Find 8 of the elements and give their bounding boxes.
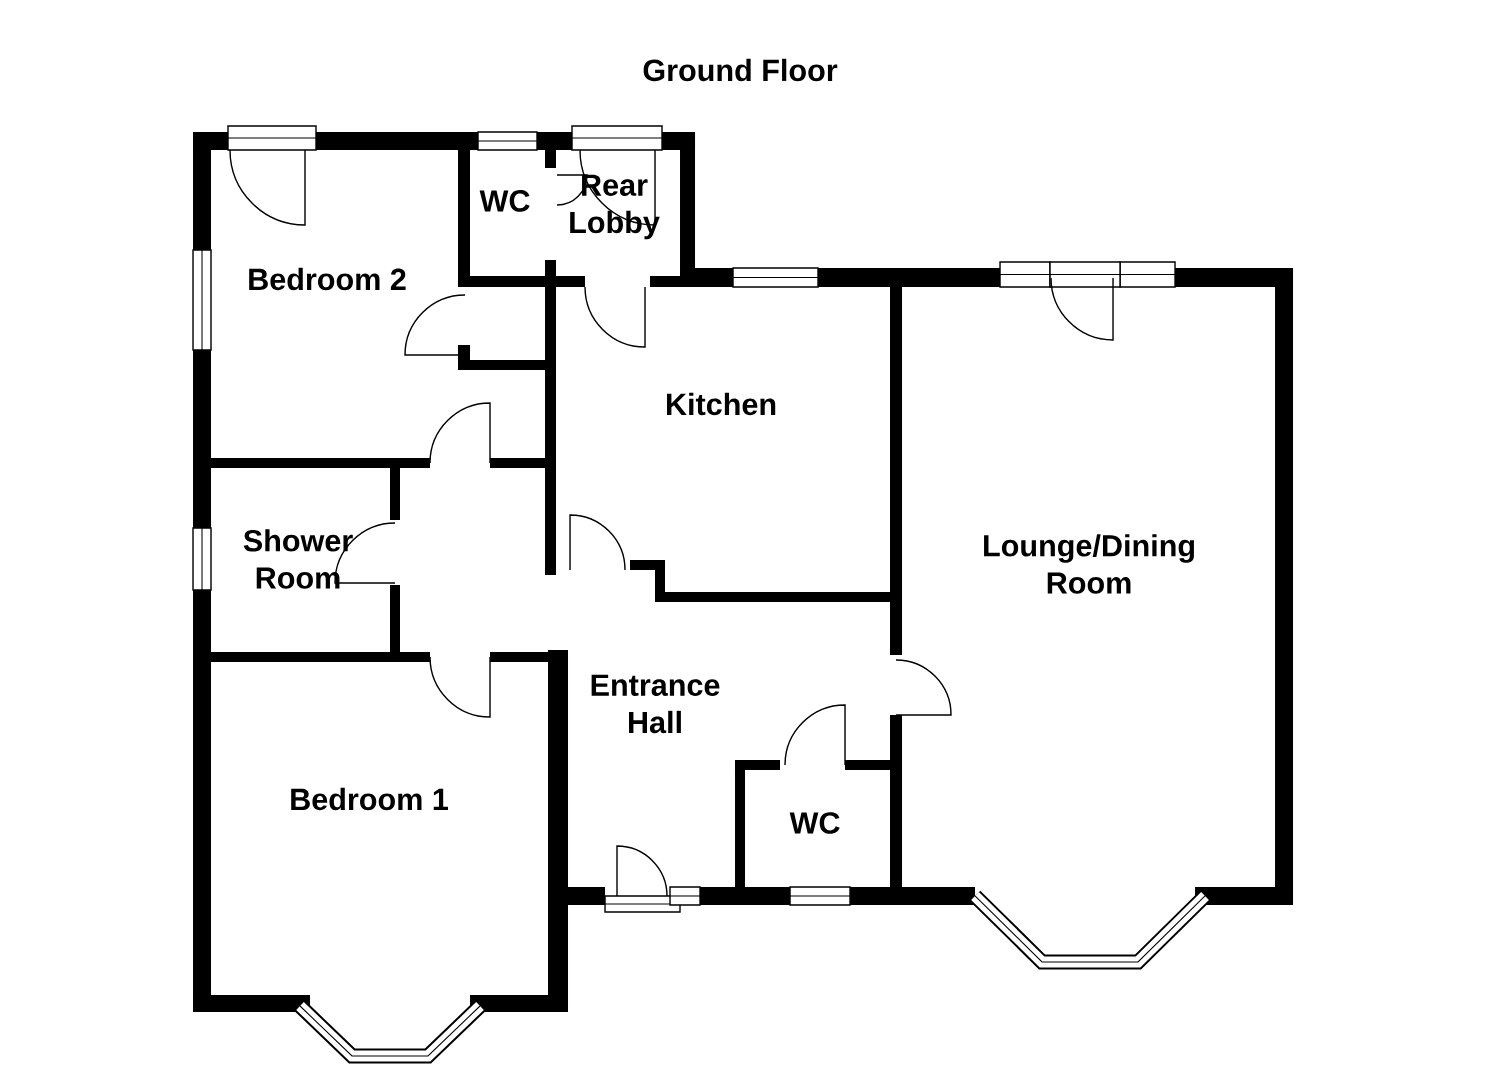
room-label: Entrance Hall (591, 674, 720, 734)
room-label: WC (479, 190, 530, 212)
room-label: WC (789, 812, 840, 834)
room-label: Lounge/Dining Room (984, 534, 1195, 594)
room-label: Bedroom 2 (249, 267, 406, 291)
room-label: Bedroom 1 (291, 787, 448, 811)
title: Ground Floor (643, 58, 838, 82)
room-label: Kitchen (667, 392, 776, 416)
